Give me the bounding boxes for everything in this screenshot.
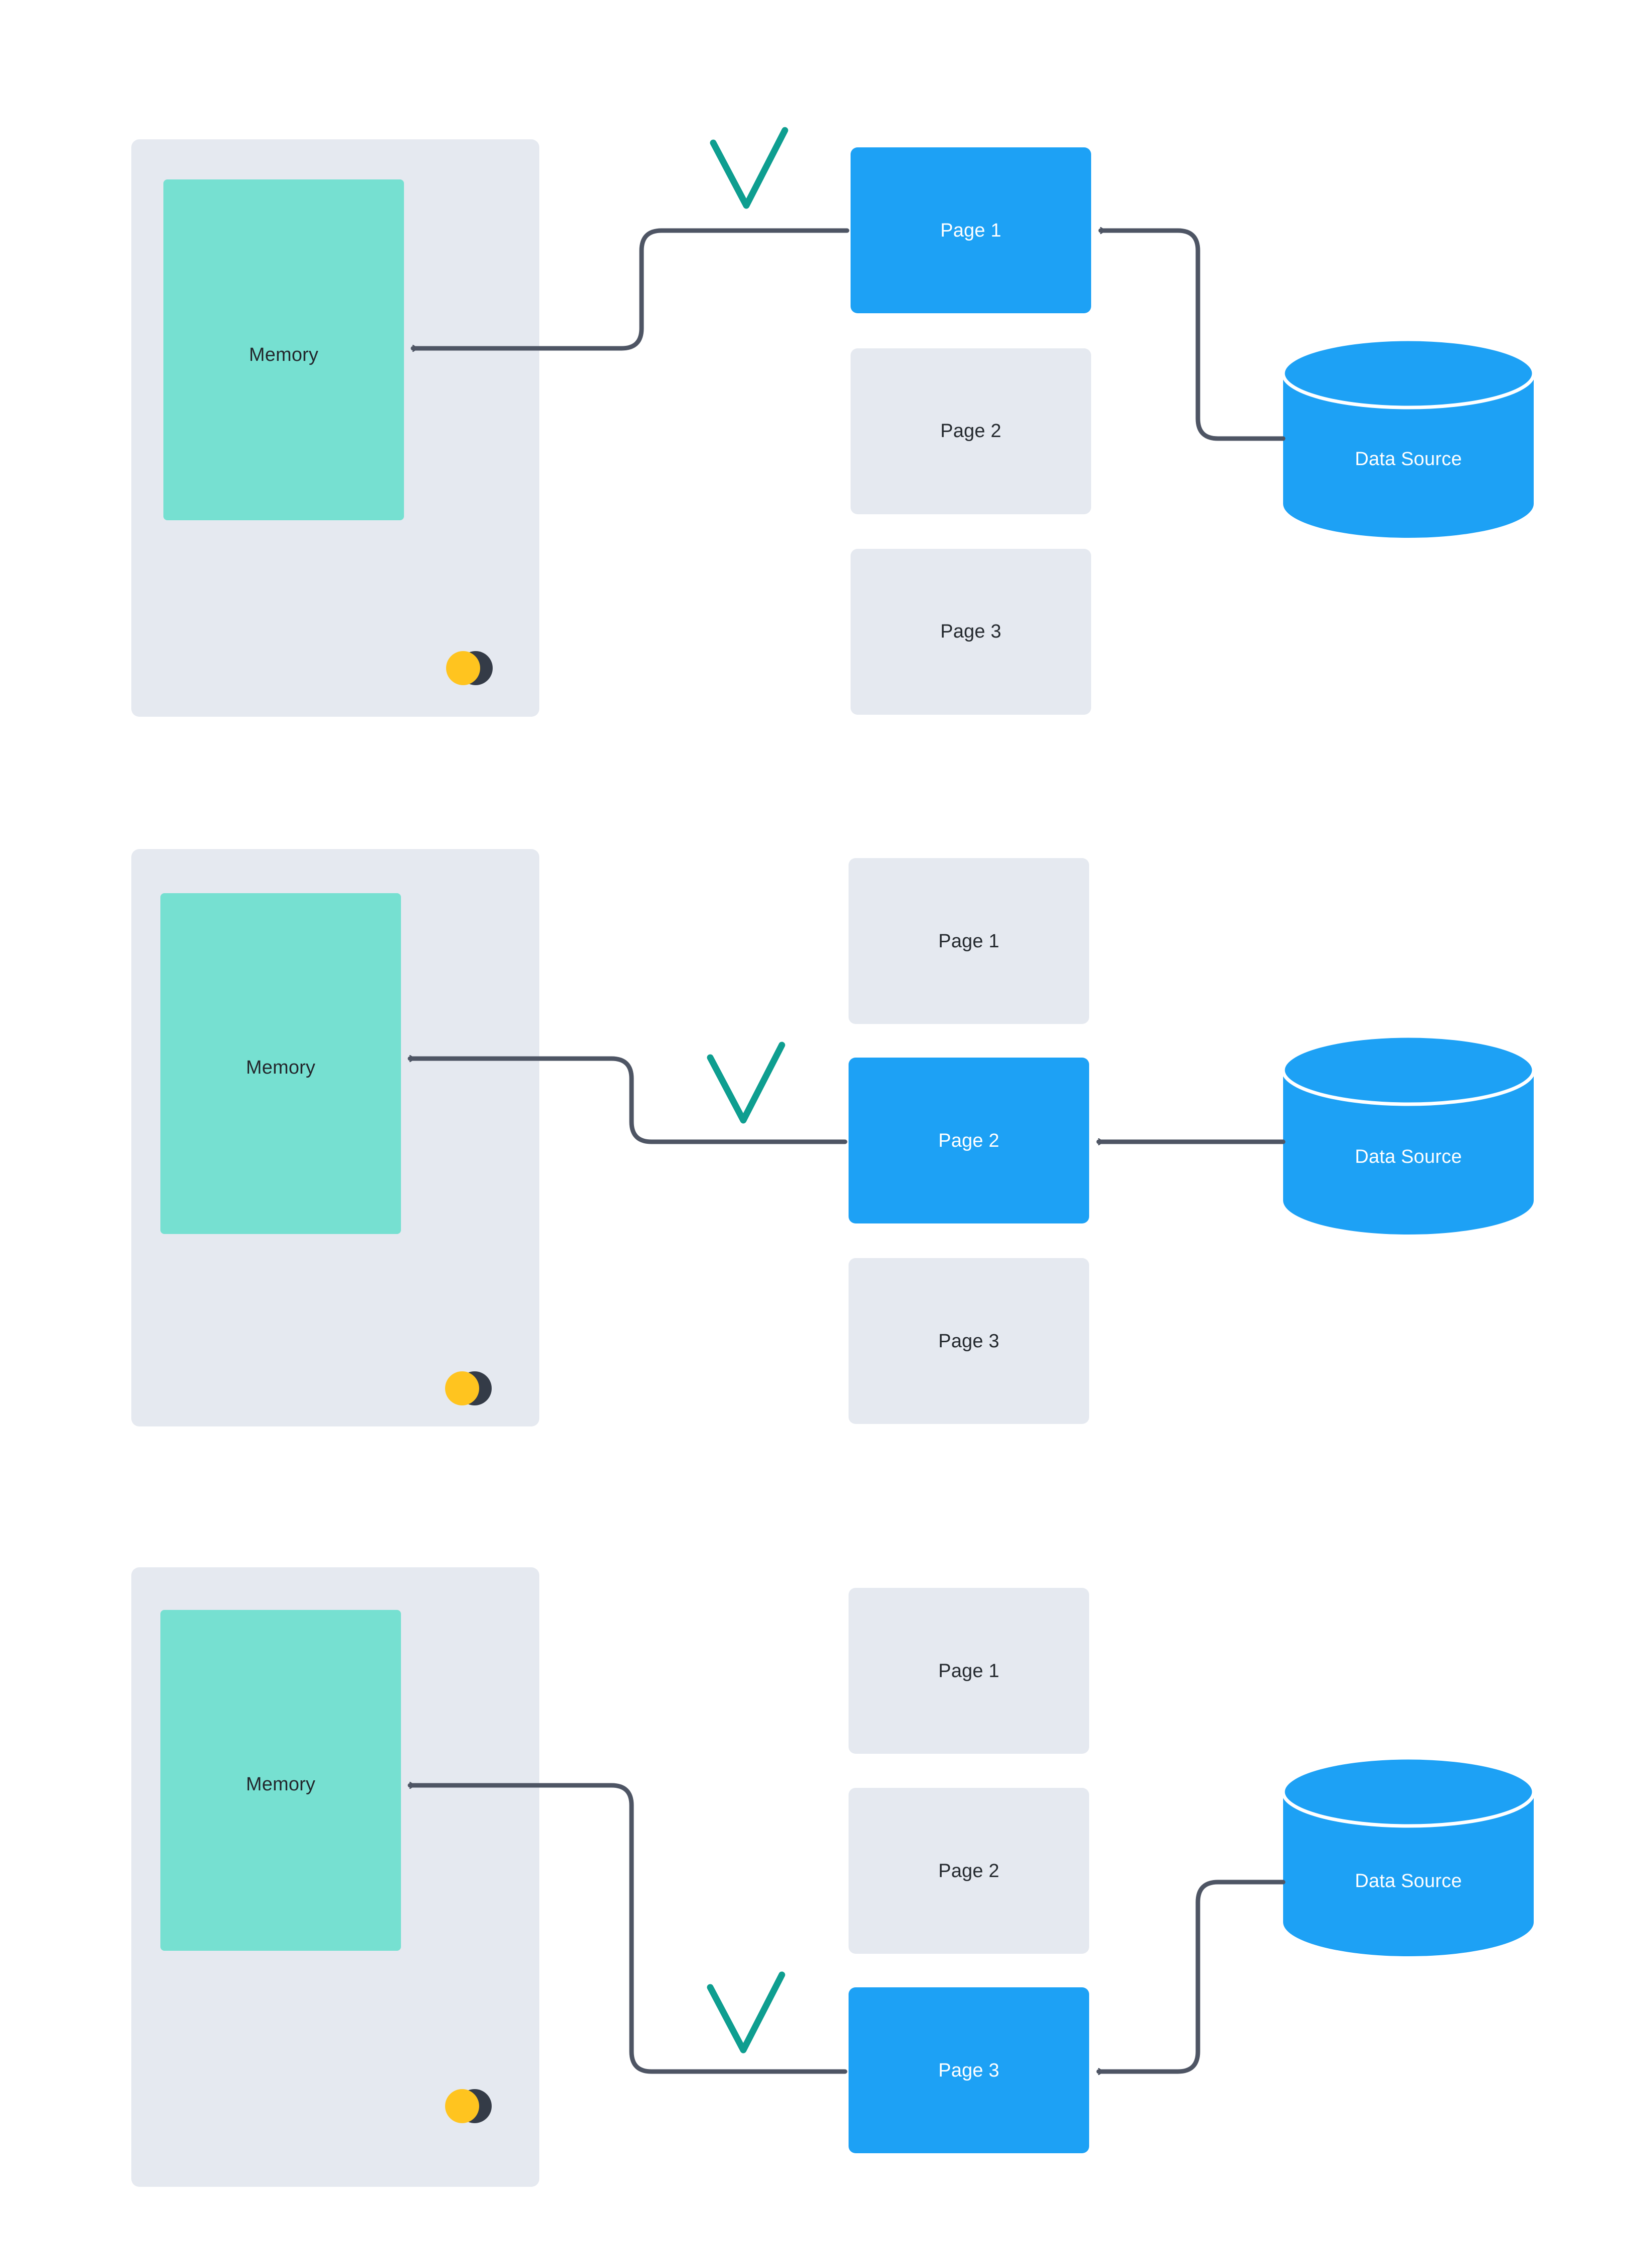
connector-page-to-memory-2 (407, 1059, 848, 1144)
step-3-group: Memory Page 1 Page 2 Page 3 Data Source (131, 1567, 1536, 2187)
brand-logo-icon-2 (445, 1363, 493, 1413)
memory-label-3: Memory (246, 1774, 315, 1795)
memory-box-2 (160, 893, 401, 1234)
page-box-1-1[interactable] (851, 147, 1091, 313)
page-box-3-1[interactable] (849, 1588, 1089, 1754)
data-source-cylinder-1 (1281, 337, 1536, 538)
data-source-label-1: Data Source (1355, 449, 1462, 470)
connector-source-to-page-1 (1098, 231, 1286, 441)
page-label-2-2: Page 2 (938, 1130, 999, 1151)
memory-label-1: Memory (249, 344, 318, 365)
page-label-1-2: Page 2 (940, 421, 1001, 442)
memory-box-3 (160, 1610, 401, 1951)
page-label-2-3: Page 3 (938, 1331, 999, 1352)
brand-logo-icon-1 (446, 643, 494, 693)
check-icon-3 (707, 1971, 785, 2053)
page-label-3-3: Page 3 (938, 2060, 999, 2081)
check-icon-1 (710, 127, 788, 209)
data-source-cylinder-3 (1281, 1756, 1536, 1956)
connector-source-to-page-3 (1096, 1880, 1286, 2072)
page-box-2-2[interactable] (849, 1058, 1089, 1223)
page-box-2-3[interactable] (849, 1258, 1089, 1424)
page-box-3-3[interactable] (849, 1987, 1089, 2153)
data-source-cylinder-2 (1281, 1034, 1536, 1235)
page-box-3-2[interactable] (849, 1788, 1089, 1954)
connector-page-to-memory-3 (407, 1785, 848, 2074)
step-1-group: Memory Page 1 Page 2 Page 3 Data Source (131, 127, 1536, 717)
page-label-3-2: Page 2 (938, 1861, 999, 1882)
memory-box-1 (163, 179, 404, 520)
data-source-label-2: Data Source (1355, 1146, 1462, 1167)
step-2-group: Memory Page 1 Page 2 Page 3 Data Source (131, 849, 1536, 1426)
page-label-1-1: Page 1 (940, 220, 1001, 241)
page-box-1-3[interactable] (851, 549, 1091, 715)
brand-logo-icon-3 (445, 2081, 493, 2131)
page-label-1-3: Page 3 (940, 621, 1001, 642)
page-label-2-1: Page 1 (938, 931, 999, 952)
data-source-label-3: Data Source (1355, 1871, 1462, 1892)
memory-label-2: Memory (246, 1057, 315, 1078)
connector-page-to-memory-1 (410, 228, 850, 348)
page-box-2-1[interactable] (849, 858, 1089, 1024)
check-icon-2 (707, 1042, 785, 1124)
page-box-1-2[interactable] (851, 348, 1091, 514)
page-label-3-1: Page 1 (938, 1661, 999, 1682)
